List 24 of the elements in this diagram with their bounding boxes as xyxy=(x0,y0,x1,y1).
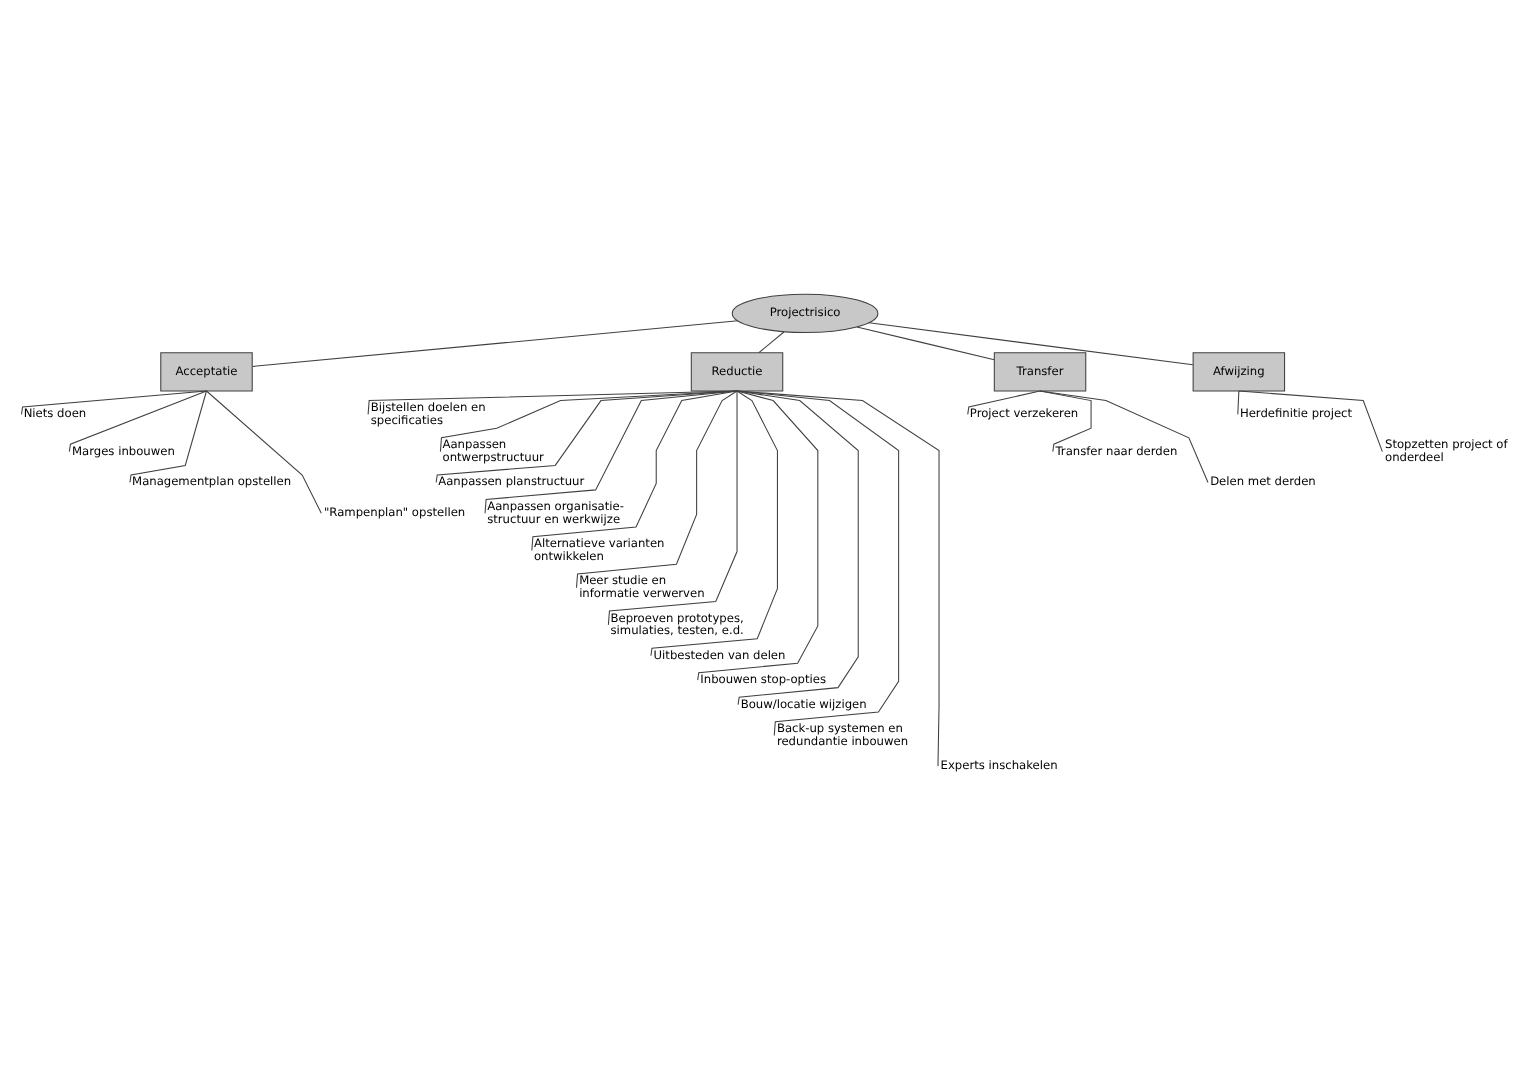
connector xyxy=(129,390,208,483)
connector xyxy=(1237,390,1240,415)
connector xyxy=(697,390,819,681)
connector xyxy=(531,390,738,551)
connector xyxy=(736,390,900,736)
connector xyxy=(758,331,785,354)
connector xyxy=(1039,390,1092,453)
connector xyxy=(68,390,208,453)
connector xyxy=(439,390,738,453)
connector xyxy=(607,390,738,626)
connector xyxy=(1039,390,1209,483)
connector xyxy=(1238,390,1383,453)
connector xyxy=(205,390,322,514)
connector xyxy=(367,390,738,415)
connector xyxy=(856,326,995,361)
connector xyxy=(868,322,1194,366)
connector xyxy=(736,390,859,706)
connector xyxy=(252,320,739,367)
connector xyxy=(21,390,208,415)
connector xyxy=(435,390,738,483)
connector xyxy=(967,390,1041,415)
connector xyxy=(575,390,738,589)
connector xyxy=(650,390,778,657)
connector xyxy=(736,390,940,767)
